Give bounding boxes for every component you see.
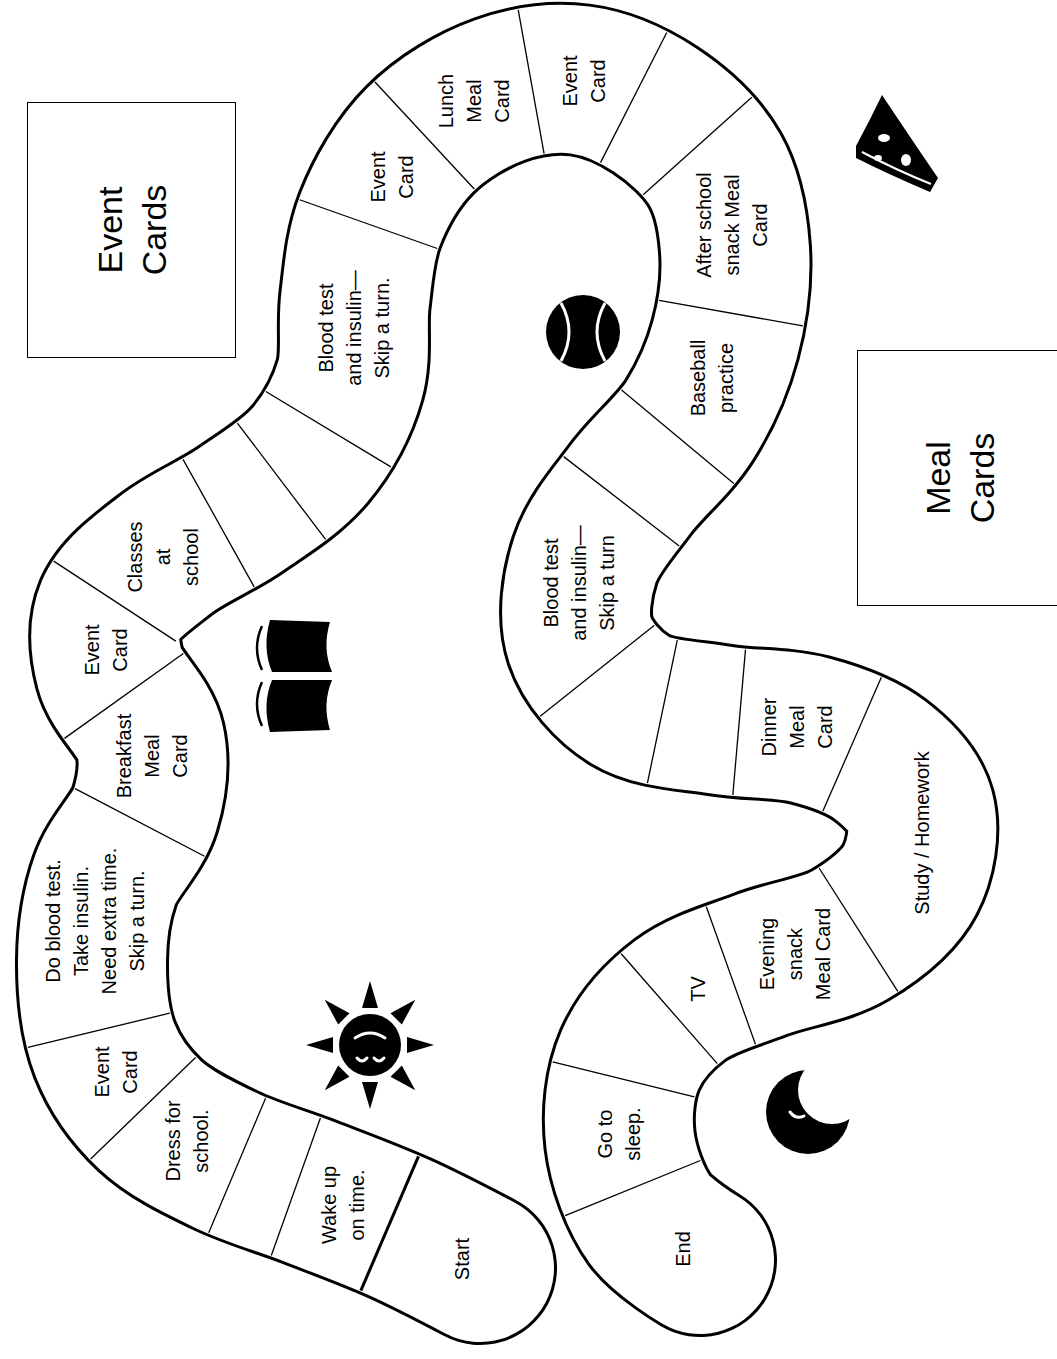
board-space: Baseball practice bbox=[684, 333, 740, 423]
board-space: Wake up on time. bbox=[315, 1155, 371, 1255]
space-label: Dress for school. bbox=[159, 1091, 215, 1191]
space-divider bbox=[659, 300, 803, 325]
space-divider bbox=[300, 200, 438, 249]
board-space: Event Card bbox=[556, 48, 612, 114]
board-space: Do blood test. Take insulin. Need extra … bbox=[39, 845, 151, 998]
space-label: Event Card bbox=[78, 617, 134, 683]
space-label: Breakfast Meal Card bbox=[110, 712, 194, 800]
space-divider bbox=[733, 650, 746, 795]
board-space: End bbox=[669, 1219, 697, 1279]
sun-icon bbox=[306, 981, 434, 1109]
box-label: Meal Cards bbox=[916, 413, 1004, 543]
space-divider bbox=[565, 1160, 700, 1215]
board-space: Dress for school. bbox=[159, 1091, 215, 1191]
board-space: Classes at school bbox=[121, 519, 205, 595]
space-divider bbox=[375, 82, 474, 189]
space-divider bbox=[647, 640, 677, 783]
board-space: Blood test and insulin— Skip a turn bbox=[537, 523, 621, 643]
board-space: Event Card bbox=[78, 617, 134, 683]
space-label: Blood test and insulin— Skip a turn bbox=[537, 523, 621, 643]
box-label: Event Cards bbox=[87, 160, 175, 300]
baseball-icon bbox=[546, 295, 620, 369]
space-divider bbox=[706, 907, 755, 1044]
space-divider bbox=[266, 392, 391, 467]
space-label: Wake up on time. bbox=[315, 1155, 371, 1255]
space-label: Study / Homework bbox=[908, 733, 936, 933]
space-label: Event Card bbox=[364, 144, 420, 210]
space-label: End bbox=[669, 1219, 697, 1279]
board-space: Event Card bbox=[364, 144, 420, 210]
board-space: TV bbox=[684, 964, 712, 1014]
space-divider bbox=[28, 1013, 170, 1047]
space-divider bbox=[518, 10, 544, 154]
board-space: Breakfast Meal Card bbox=[110, 712, 194, 800]
space-label: Start bbox=[448, 1214, 476, 1304]
board-space: Lunch Meal Card bbox=[432, 68, 516, 134]
board-space: Start bbox=[448, 1214, 476, 1304]
book-icon bbox=[257, 620, 332, 732]
space-divider bbox=[361, 1156, 419, 1290]
space-divider bbox=[553, 1062, 695, 1097]
space-divider bbox=[271, 1118, 320, 1255]
space-label: Lunch Meal Card bbox=[432, 68, 516, 134]
space-divider bbox=[621, 954, 717, 1064]
pizza-icon bbox=[856, 95, 938, 192]
space-divider bbox=[601, 33, 667, 163]
board-space: Study / Homework bbox=[908, 733, 936, 933]
space-label: Blood test and insulin— Skip a turn. bbox=[312, 268, 396, 388]
card-pile-box: Meal Cards bbox=[857, 350, 1057, 606]
moon-icon bbox=[766, 1070, 850, 1154]
space-label: Event Card bbox=[556, 48, 612, 114]
space-divider bbox=[540, 625, 654, 716]
space-label: Classes at school bbox=[121, 519, 205, 595]
space-label: After school snack Meal Card bbox=[690, 169, 774, 281]
space-divider bbox=[237, 423, 325, 539]
space-divider bbox=[209, 1098, 266, 1232]
space-label: Go to sleep. bbox=[591, 1102, 647, 1166]
board-space: Go to sleep. bbox=[591, 1102, 647, 1166]
space-divider bbox=[75, 789, 204, 857]
card-pile-box: Event Cards bbox=[27, 102, 236, 358]
space-label: Evening snack Meal Card bbox=[753, 905, 837, 1003]
board-space: Dinner Meal Card bbox=[755, 694, 839, 760]
space-label: Baseball practice bbox=[684, 333, 740, 423]
board-space: Evening snack Meal Card bbox=[753, 905, 837, 1003]
space-label: TV bbox=[684, 964, 712, 1014]
space-label: Event Card bbox=[88, 1039, 144, 1105]
board-space: After school snack Meal Card bbox=[690, 169, 774, 281]
board-space: Event Card bbox=[88, 1039, 144, 1105]
space-label: Dinner Meal Card bbox=[755, 694, 839, 760]
divider-group bbox=[28, 10, 898, 1291]
space-label: Do blood test. Take insulin. Need extra … bbox=[39, 845, 151, 998]
board-space: Blood test and insulin— Skip a turn. bbox=[312, 268, 396, 388]
